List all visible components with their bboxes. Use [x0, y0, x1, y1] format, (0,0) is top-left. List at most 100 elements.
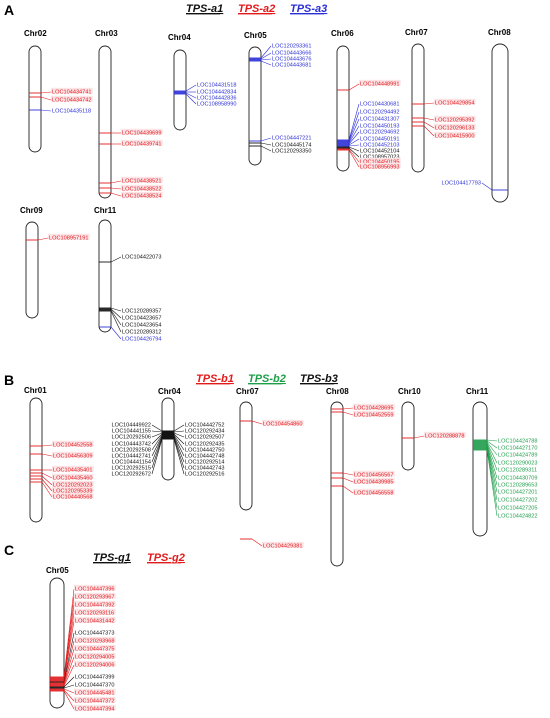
gene-label: LOC104456309	[53, 454, 93, 460]
gene-leader-line	[348, 138, 360, 146]
gene-label-highlight	[359, 162, 401, 169]
chromosome-body	[411, 43, 425, 173]
gene-leader-line	[63, 688, 75, 694]
gene-leader-line	[413, 435, 425, 439]
gene-label: LOC120289653	[498, 483, 538, 489]
gene-leader-line	[185, 84, 197, 92]
chromosome-label: Chr08	[326, 387, 349, 396]
gene-label: LOC120296133	[435, 126, 475, 132]
gene-label-highlight	[74, 584, 116, 591]
gene-label: LOC104431518	[197, 83, 237, 89]
gene-leader-line	[348, 147, 360, 158]
gene-label: LOC104452558	[53, 443, 93, 449]
gene-leader-line	[348, 131, 360, 145]
gene-label: LOC104442752	[185, 423, 225, 429]
legend-entry: TPS-b3	[300, 373, 338, 385]
gene-label-highlight	[52, 440, 94, 447]
gene-leader-line	[348, 111, 360, 142]
legend-entry: TPS-b1	[196, 373, 234, 385]
gene-label: LOC104424789	[498, 453, 538, 459]
chromosome-label: Chr04	[168, 33, 191, 42]
gene-leader-line	[110, 256, 122, 263]
gene-label-highlight	[353, 477, 395, 484]
gene-label-highlight	[52, 465, 94, 472]
gene-label-highlight	[359, 79, 401, 86]
chromosome-body	[336, 45, 350, 172]
chromosome-body	[239, 401, 253, 511]
gene-leader-line	[423, 102, 435, 105]
gene-leader-line	[151, 433, 163, 445]
gene-leader-line	[423, 125, 435, 137]
gene-leader-line	[110, 309, 122, 326]
gene-label: LOC120292023	[53, 483, 93, 489]
chromosome-body	[248, 46, 262, 166]
gene-leader-line	[110, 308, 122, 319]
gene-leader-line	[348, 146, 360, 152]
gene-leader-line	[151, 434, 163, 451]
gene-leader-line	[251, 420, 263, 425]
gene-label-highlight	[121, 176, 163, 183]
gene-label-highlight	[353, 410, 395, 417]
gene-leader-line	[486, 449, 498, 517]
gene-label: LOC120290023	[498, 461, 538, 467]
gene-label: LOC104442836	[197, 96, 237, 102]
gene-label-highlight	[121, 139, 163, 146]
gene-label: LOC104450191	[360, 137, 400, 143]
gene-leader-line	[260, 60, 272, 66]
gene-label: LOC104442743	[185, 466, 225, 472]
chromosome-label: Chr07	[236, 387, 259, 396]
gene-leader-line	[151, 438, 163, 475]
gene-label: LOC104447375	[75, 647, 115, 653]
gene-leader-line	[260, 45, 272, 59]
gene-label-highlight	[353, 470, 395, 477]
gene-label: LOC104445174	[272, 143, 312, 149]
gene-leader-line	[110, 180, 122, 184]
gene-leader-line	[63, 684, 75, 689]
gene-leader-line	[173, 434, 185, 451]
gene-label: LOC104429381	[263, 544, 303, 550]
gene-label: LOC104440568	[53, 495, 93, 501]
gene-label: LOC104447392	[75, 603, 115, 609]
gene-leader-line	[173, 437, 185, 469]
chromosome-label: Chr07	[405, 28, 428, 37]
gene-label: LOC104449922	[111, 423, 151, 429]
gene-label: LOC120292434	[185, 429, 225, 435]
gene-label-highlight	[74, 652, 116, 659]
legend-entry: TPS-g2	[147, 552, 185, 564]
gene-label: LOC104447373	[75, 631, 115, 637]
gene-leader-line	[423, 117, 435, 121]
panel-letter: B	[4, 372, 14, 388]
gene-label: LOC104452103	[360, 143, 400, 149]
gene-label: LOC104448991	[360, 82, 400, 88]
gene-label: LOC108957023	[360, 155, 400, 161]
gene-label: LOC104417793	[441, 181, 481, 187]
chromosome-label: Chr09	[20, 206, 43, 215]
gene-label: LOC104454860	[263, 422, 303, 428]
gene-label: LOC104447394	[75, 707, 115, 713]
gene-leader-line	[348, 118, 360, 143]
gene-leader-line	[486, 448, 498, 509]
gene-label: LOC104442750	[185, 448, 225, 454]
gene-label: LOC104430681	[360, 102, 400, 108]
gene-label-highlight	[434, 98, 476, 105]
gene-leader-line	[41, 472, 53, 479]
gene-label: LOC104450195	[360, 160, 400, 166]
gene-label: LOC104415900	[435, 134, 475, 140]
gene-label: LOC104431307	[360, 117, 400, 123]
gene-label: LOC104438524	[122, 194, 162, 200]
gene-label: LOC120292508	[111, 448, 151, 454]
gene-label: LOC120289312	[122, 330, 162, 336]
gene-leader-line	[173, 438, 185, 475]
gene-leader-line	[63, 676, 75, 688]
legend-entry: TPS-a1	[186, 3, 223, 15]
gene-label: LOC104422073	[122, 255, 162, 261]
gene-leader-line	[41, 475, 53, 486]
gene-leader-line	[423, 121, 435, 129]
gene-label: LOC108956993	[360, 165, 400, 171]
gene-label: LOC104442748	[185, 454, 225, 460]
gene-label: LOC104439985	[354, 480, 394, 486]
chromosome-body	[491, 43, 509, 203]
gene-label: LOC104427205	[498, 506, 538, 512]
gene-label-highlight	[51, 95, 93, 102]
gene-label: LOC120293350	[272, 149, 312, 155]
